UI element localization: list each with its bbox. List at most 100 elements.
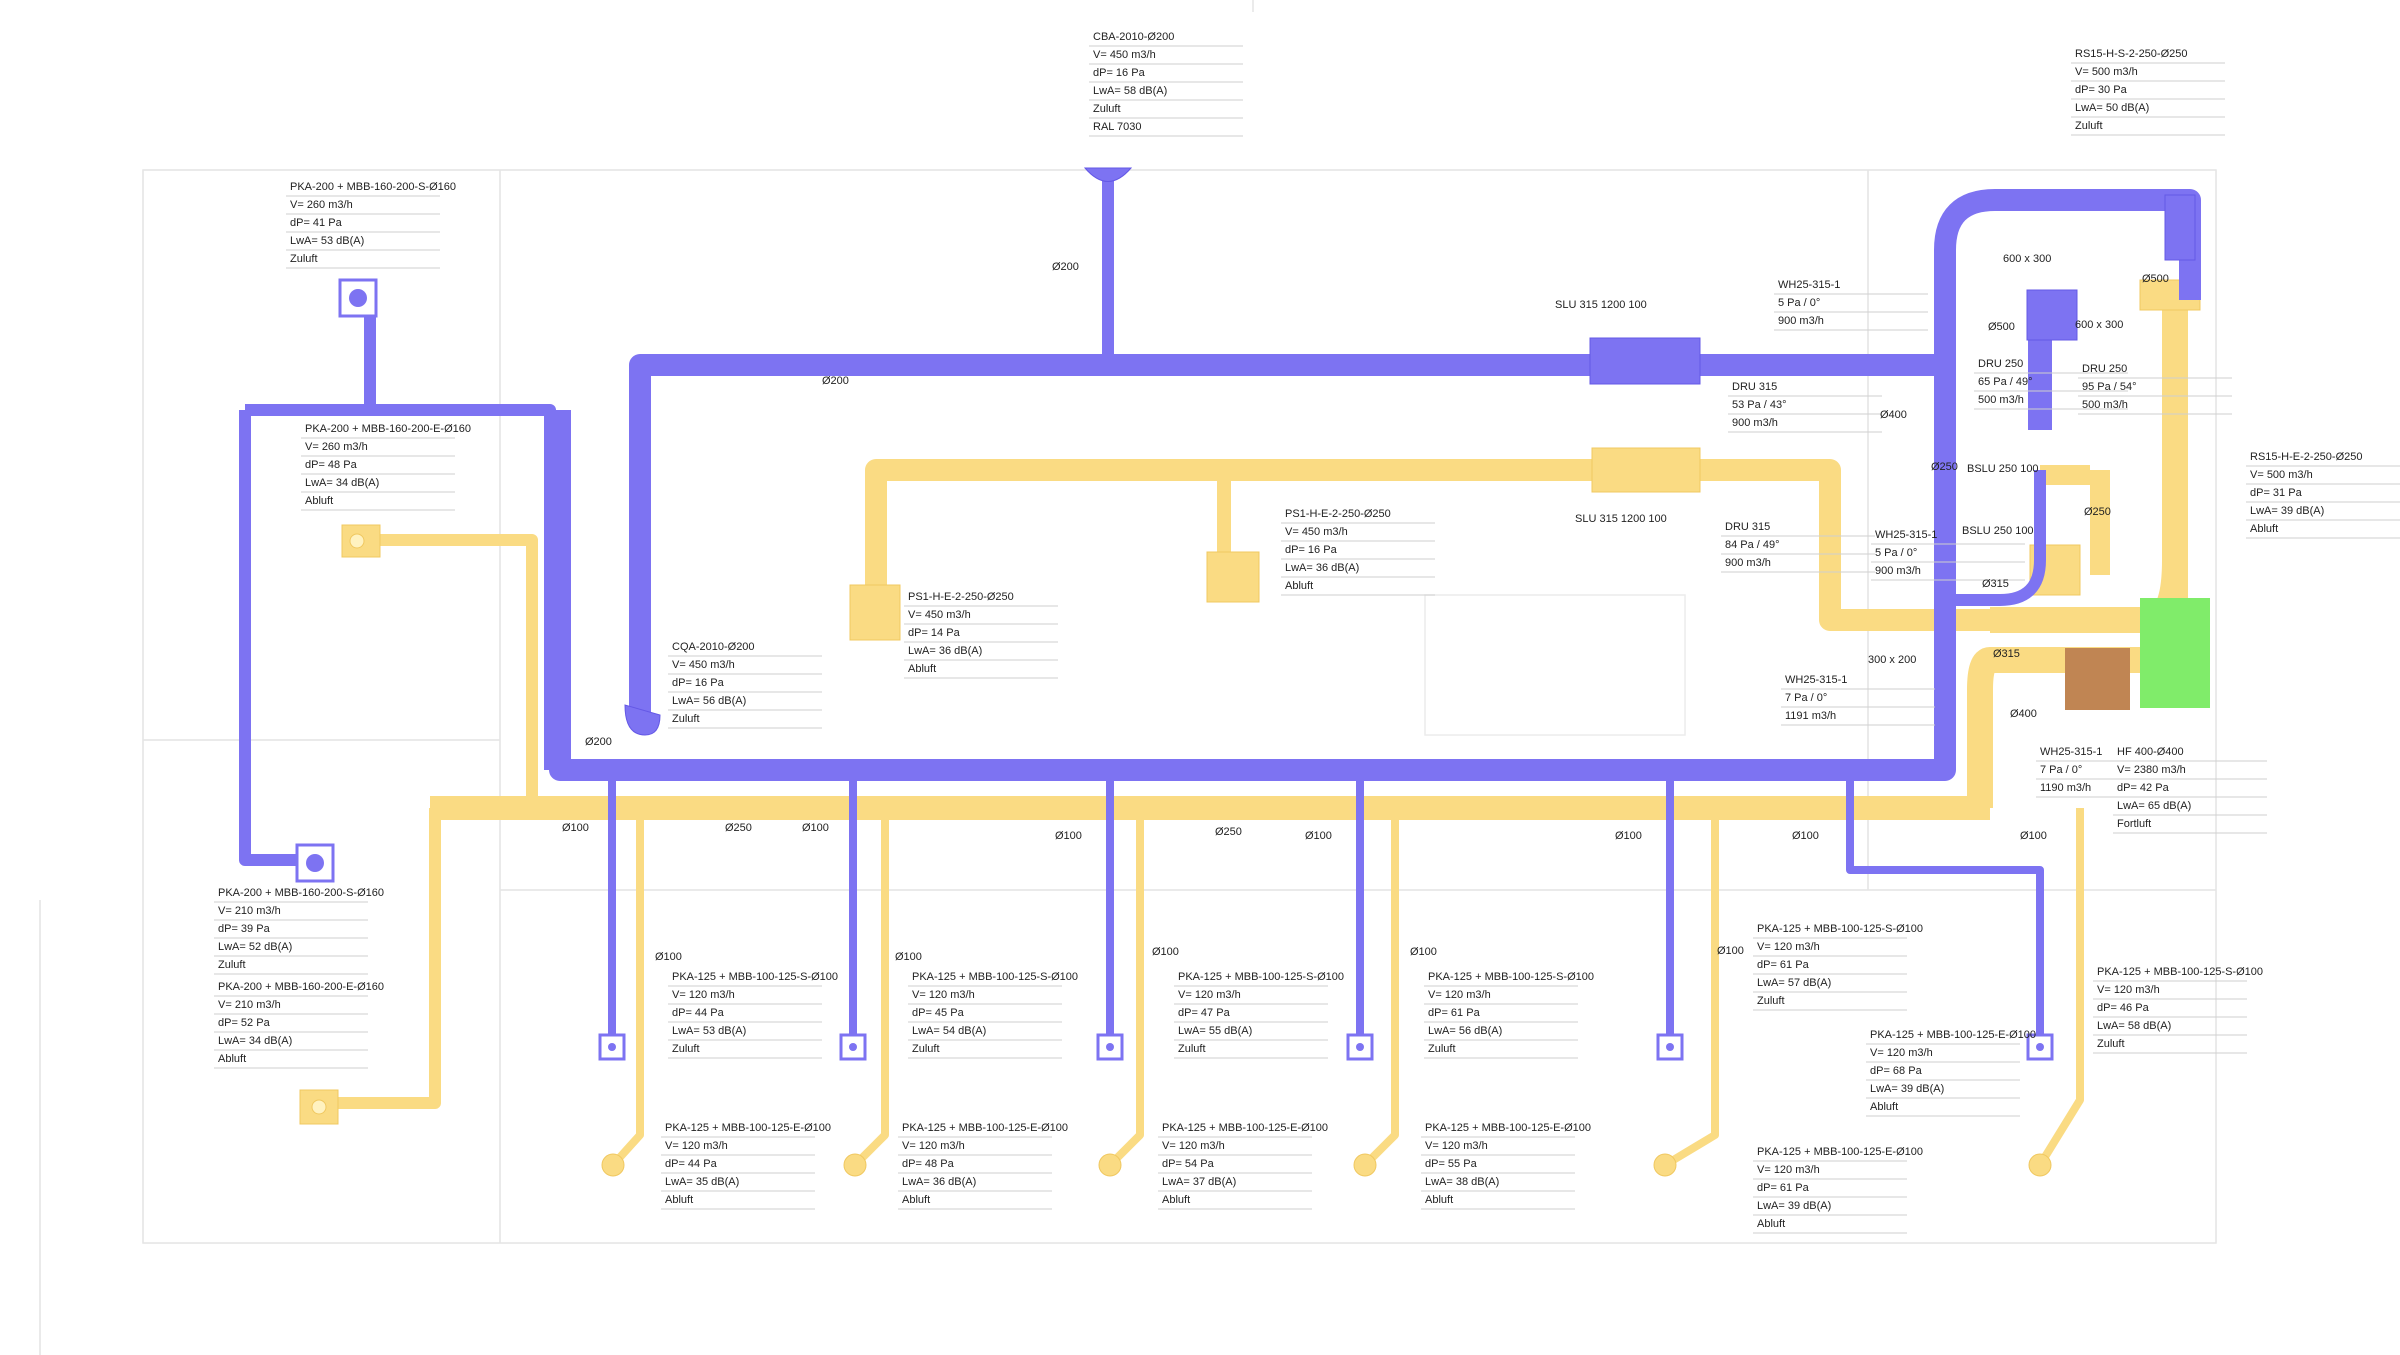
label-line: PKA-125 + MBB-100-125-E-Ø100 [902,1122,1068,1134]
label-line: DRU 250 [1978,358,2023,370]
label-line: V= 120 m3/h [912,989,975,1001]
label-line: V= 450 m3/h [672,659,735,671]
exhaust-riser-right [1990,300,2188,634]
label-line: PKA-125 + MBB-100-125-E-Ø100 [1757,1146,1923,1158]
label-line: Abluft [1870,1101,1898,1113]
exhaust-branch-left-upper [370,534,538,808]
dimension-label: Ø250 [725,822,752,834]
dimension-label: Ø315 [1993,648,2020,660]
label-line: LwA= 39 dB(A) [2250,505,2324,517]
plenum-ps1-left [849,584,901,641]
label-line: PKA-125 + MBB-100-125-E-Ø100 [1425,1122,1591,1134]
label-line: Zuluft [912,1043,940,1055]
label-line: RAL 7030 [1093,121,1142,133]
label-line: PKA-125 + MBB-100-125-S-Ø100 [1178,971,1344,983]
dimension-label: Ø100 [1615,830,1642,842]
dimension-label: Ø100 [2020,830,2047,842]
label-line: dP= 47 Pa [1178,1007,1231,1019]
label-line: 900 m3/h [1732,417,1778,429]
dimension-label: 600 x 300 [2003,253,2051,265]
exhaust-upper-duct [865,459,1990,631]
dimension-label: Ø200 [1052,261,1079,273]
dimension-label: 300 x 200 [1868,654,1916,666]
label-line: LwA= 38 dB(A) [1425,1176,1499,1188]
label-line: WH25-315-1 [1785,674,1847,686]
label-line: 5 Pa / 0° [1875,547,1917,559]
label-line: LwA= 36 dB(A) [908,645,982,657]
label-line: V= 120 m3/h [1428,989,1491,1001]
label-line: LwA= 56 dB(A) [1428,1025,1502,1037]
label-line: 5 Pa / 0° [1778,297,1820,309]
label-line: 95 Pa / 54° [2082,381,2137,393]
label-line: V= 120 m3/h [2097,984,2160,996]
label-line: Abluft [1757,1218,1785,1230]
label-line: Zuluft [1428,1043,1456,1055]
dimension-label: BSLU 250 100 [1962,525,2034,537]
label-line: LwA= 58 dB(A) [2097,1020,2171,1032]
label-line: V= 120 m3/h [902,1140,965,1152]
label-line: Abluft [902,1194,930,1206]
label-line: Zuluft [2075,120,2103,132]
supply-left-down [239,410,310,866]
label-line: PKA-125 + MBB-100-125-S-Ø100 [912,971,1078,983]
dimension-label: Ø400 [1880,409,1907,421]
label-line: PKA-200 + MBB-160-200-S-Ø160 [218,887,384,899]
label-line: Zuluft [290,253,318,265]
label-line: dP= 55 Pa [1425,1158,1478,1170]
label-line: V= 2380 m3/h [2117,764,2186,776]
supply-right-lower [1944,470,2046,607]
label-line: WH25-315-1 [1875,529,1937,541]
label-line: dP= 42 Pa [2117,782,2170,794]
label-line: dP= 16 Pa [672,677,725,689]
label-line: PKA-125 + MBB-100-125-S-Ø100 [2097,966,2263,978]
label-line: 53 Pa / 43° [1732,399,1787,411]
label-line: Abluft [665,1194,693,1206]
label-line: dP= 44 Pa [665,1158,718,1170]
equipment-label: PKA-125 + MBB-100-125-S-Ø100 V= 120 m3/h d… [1174,971,1344,1059]
label-line: dP= 31 Pa [2250,487,2303,499]
dimension-label: Ø100 [1152,946,1179,958]
exhaust-equipment [299,279,2201,1177]
label-line: LwA= 34 dB(A) [218,1035,292,1047]
dimension-label: Ø400 [2010,708,2037,720]
label-line: V= 120 m3/h [1425,1140,1488,1152]
label-line: V= 260 m3/h [305,441,368,453]
dimension-label: Ø100 [1717,945,1744,957]
label-line: Abluft [908,663,936,675]
label-line: Fortluft [2117,818,2151,830]
label-line: V= 120 m3/h [665,1140,728,1152]
label-line: V= 120 m3/h [1178,989,1241,1001]
label-line: LwA= 36 dB(A) [902,1176,976,1188]
terminal-pka200-s-upper [338,278,378,318]
label-line: dP= 54 Pa [1162,1158,1215,1170]
label-line: RS15-H-E-2-250-Ø250 [2250,451,2363,463]
label-line: dP= 48 Pa [305,459,358,471]
supply-equipment [624,167,2196,736]
dimension-label: BSLU 250 100 [1967,463,2039,475]
label-line: dP= 41 Pa [290,217,343,229]
equipment-label: PKA-125 + MBB-100-125-E-Ø100 V= 120 m3/h d… [1753,1146,1923,1234]
label-line: CQA-2010-Ø200 [672,641,755,653]
label-line: dP= 16 Pa [1285,544,1338,556]
supply-plenum-600x300 [2026,289,2078,341]
label-line: PS1-H-E-2-250-Ø250 [908,591,1014,603]
dimension-label: SLU 315 1200 100 [1575,513,1667,525]
supply-top-inlet [1083,167,1133,182]
label-line: V= 450 m3/h [1093,49,1156,61]
equipment-label: WH25-315-15 Pa / 0°900 m3/h [1774,279,1928,331]
label-line: V= 120 m3/h [1757,1164,1820,1176]
label-line: LwA= 36 dB(A) [1285,562,1359,574]
equipment-label: WH25-315-17 Pa / 0°1191 m3/h [1781,674,1935,726]
equipment-label: WH25-315-15 Pa / 0°900 m3/h [1871,529,2025,581]
dimension-label: Ø200 [585,736,612,748]
label-line: dP= 61 Pa [1757,1182,1810,1194]
label-line: PKA-125 + MBB-100-125-S-Ø100 [1757,923,1923,935]
